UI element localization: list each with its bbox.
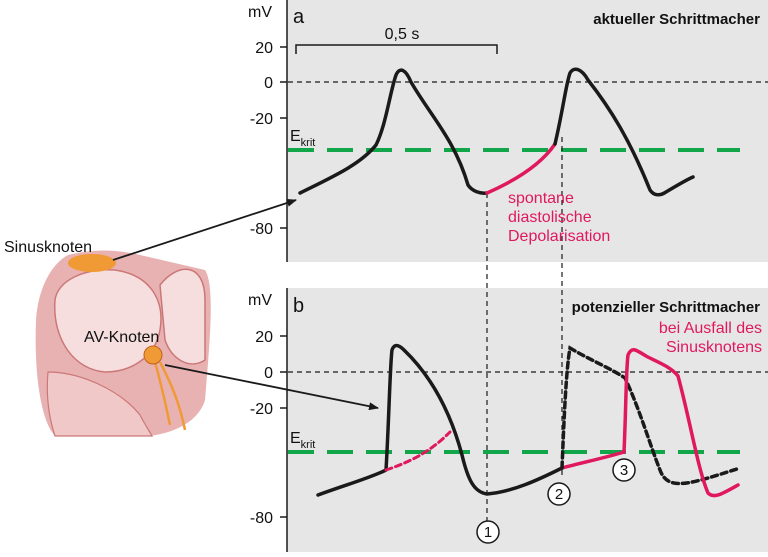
panel-a-tick-0: 0 <box>264 75 273 92</box>
panel-b-replacement-action-potential <box>622 348 740 498</box>
panel-a-annotation-line2: diastolische <box>508 209 592 226</box>
marker-2: 2 <box>547 482 571 506</box>
panel-b-threshold-label: Ekrit <box>290 430 315 451</box>
panel-b-tick-marks <box>280 335 287 518</box>
panel-b-annotation-line1: bei Ausfall des <box>659 320 762 337</box>
time-scale-label: 0,5 s <box>385 26 420 43</box>
panel-a-annotation-line1: spontane <box>508 190 574 207</box>
panel-b-tick-0: 0 <box>264 365 273 382</box>
heart-ventricle <box>46 371 153 437</box>
panel-a-action-potential-curve-2 <box>553 67 695 197</box>
time-scale-bar <box>295 44 498 54</box>
panel-b-hypothetical-ramp <box>384 430 452 472</box>
panel-b-tick-20: 20 <box>255 329 273 346</box>
panel-b-annotation-line2: Sinusknotens <box>666 339 762 356</box>
panel-b-title: potenzieller Schrittmacher <box>572 299 761 316</box>
marker-1: 1 <box>476 520 500 544</box>
heart-illustration <box>35 250 211 437</box>
panel-a-action-potential-curve <box>298 68 489 195</box>
panel-a-tick-minus20: -20 <box>250 111 273 128</box>
panel-a-tick-minus80: -80 <box>250 221 273 238</box>
av-node <box>143 345 163 365</box>
panel-b-tick-minus20: -20 <box>250 401 273 418</box>
panel-b-letter: b <box>293 295 304 317</box>
panel-b-tick-minus80: -80 <box>250 510 273 527</box>
arrow-av-to-panel-b <box>164 364 379 411</box>
panel-b-unit: mV <box>248 292 272 309</box>
conduction-fibers <box>153 361 187 431</box>
panel-a-letter: a <box>293 6 305 28</box>
heart-left-chamber <box>159 268 206 365</box>
panel-a-background <box>287 0 768 262</box>
sinus-node <box>68 254 116 272</box>
sinus-node-label: Sinusknoten <box>4 239 92 256</box>
panel-a-diastolic-depolarisation <box>485 142 557 195</box>
svg-text:1: 1 <box>484 524 492 541</box>
panel-a-tick-20: 20 <box>255 40 273 57</box>
panel-a-title: aktueller Schrittmacher <box>593 11 760 28</box>
svg-text:2: 2 <box>555 486 563 503</box>
panel-a-annotation-line3: Depolarisation <box>508 228 610 245</box>
av-node-label: AV-Knoten <box>84 329 159 346</box>
arrow-sinus-to-panel-a <box>112 199 297 261</box>
panel-a-tick-marks <box>280 46 287 229</box>
panel-a-threshold-label: Ekrit <box>290 128 315 149</box>
panel-b-pacemaker-ramp <box>560 450 626 470</box>
marker-3: 3 <box>612 458 636 482</box>
svg-text:3: 3 <box>620 462 628 479</box>
panel-a-unit: mV <box>248 4 272 21</box>
